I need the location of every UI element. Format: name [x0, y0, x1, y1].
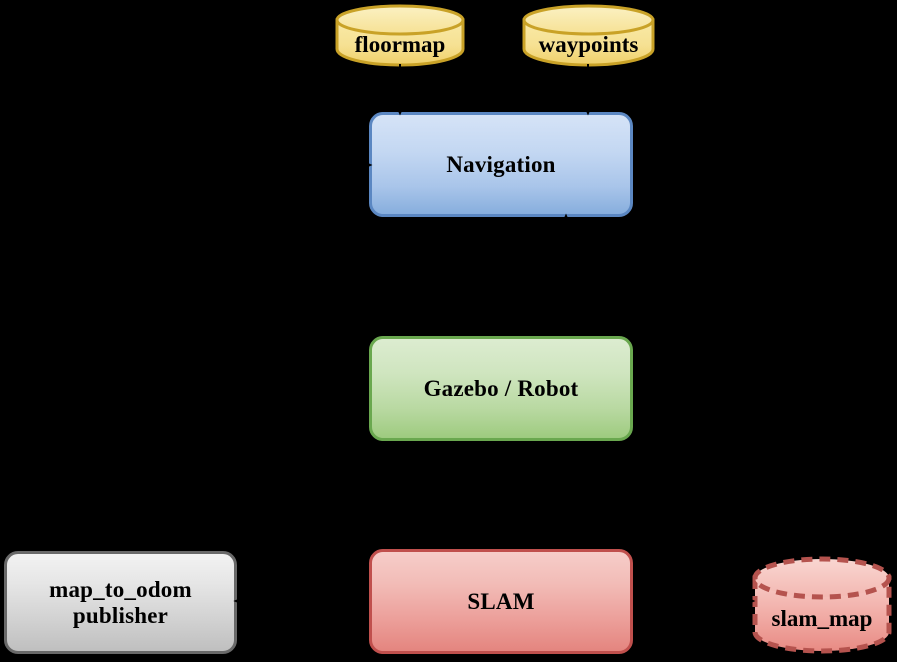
node-label-waypoints: waypoints [538, 32, 639, 57]
node-label-slam-map: slam_map [771, 606, 873, 631]
node-map-to-odom-publisher[interactable]: map_to_odom publisher [4, 551, 237, 654]
node-label-slam: SLAM [467, 588, 535, 614]
node-slam-map[interactable]: slam_map [752, 556, 892, 654]
node-gazebo-robot[interactable]: Gazebo / Robot [369, 336, 633, 441]
node-label-navigation: Navigation [446, 151, 556, 177]
node-label-map-to-odom-publisher: map_to_odom publisher [49, 577, 192, 629]
edge-mapodom-navigation [119, 164, 369, 551]
node-waypoints[interactable]: waypoints [522, 4, 655, 67]
node-label-gazebo-robot: Gazebo / Robot [423, 375, 579, 401]
cylinder-shape-floormap [335, 4, 465, 67]
node-label-floormap: floormap [354, 32, 446, 57]
node-slam[interactable]: SLAM [369, 549, 633, 654]
node-label-line2: publisher [72, 602, 169, 628]
node-navigation[interactable]: Navigation [369, 112, 633, 217]
node-label-line1: map_to_odom [49, 576, 192, 602]
cylinder-shape-slam-map [752, 556, 892, 654]
cylinder-shape-waypoints [522, 4, 655, 67]
edge-gazebo-navigation-head [561, 213, 571, 226]
edge-slam-mapodom-head [233, 596, 247, 606]
node-floormap[interactable]: floormap [335, 4, 465, 67]
